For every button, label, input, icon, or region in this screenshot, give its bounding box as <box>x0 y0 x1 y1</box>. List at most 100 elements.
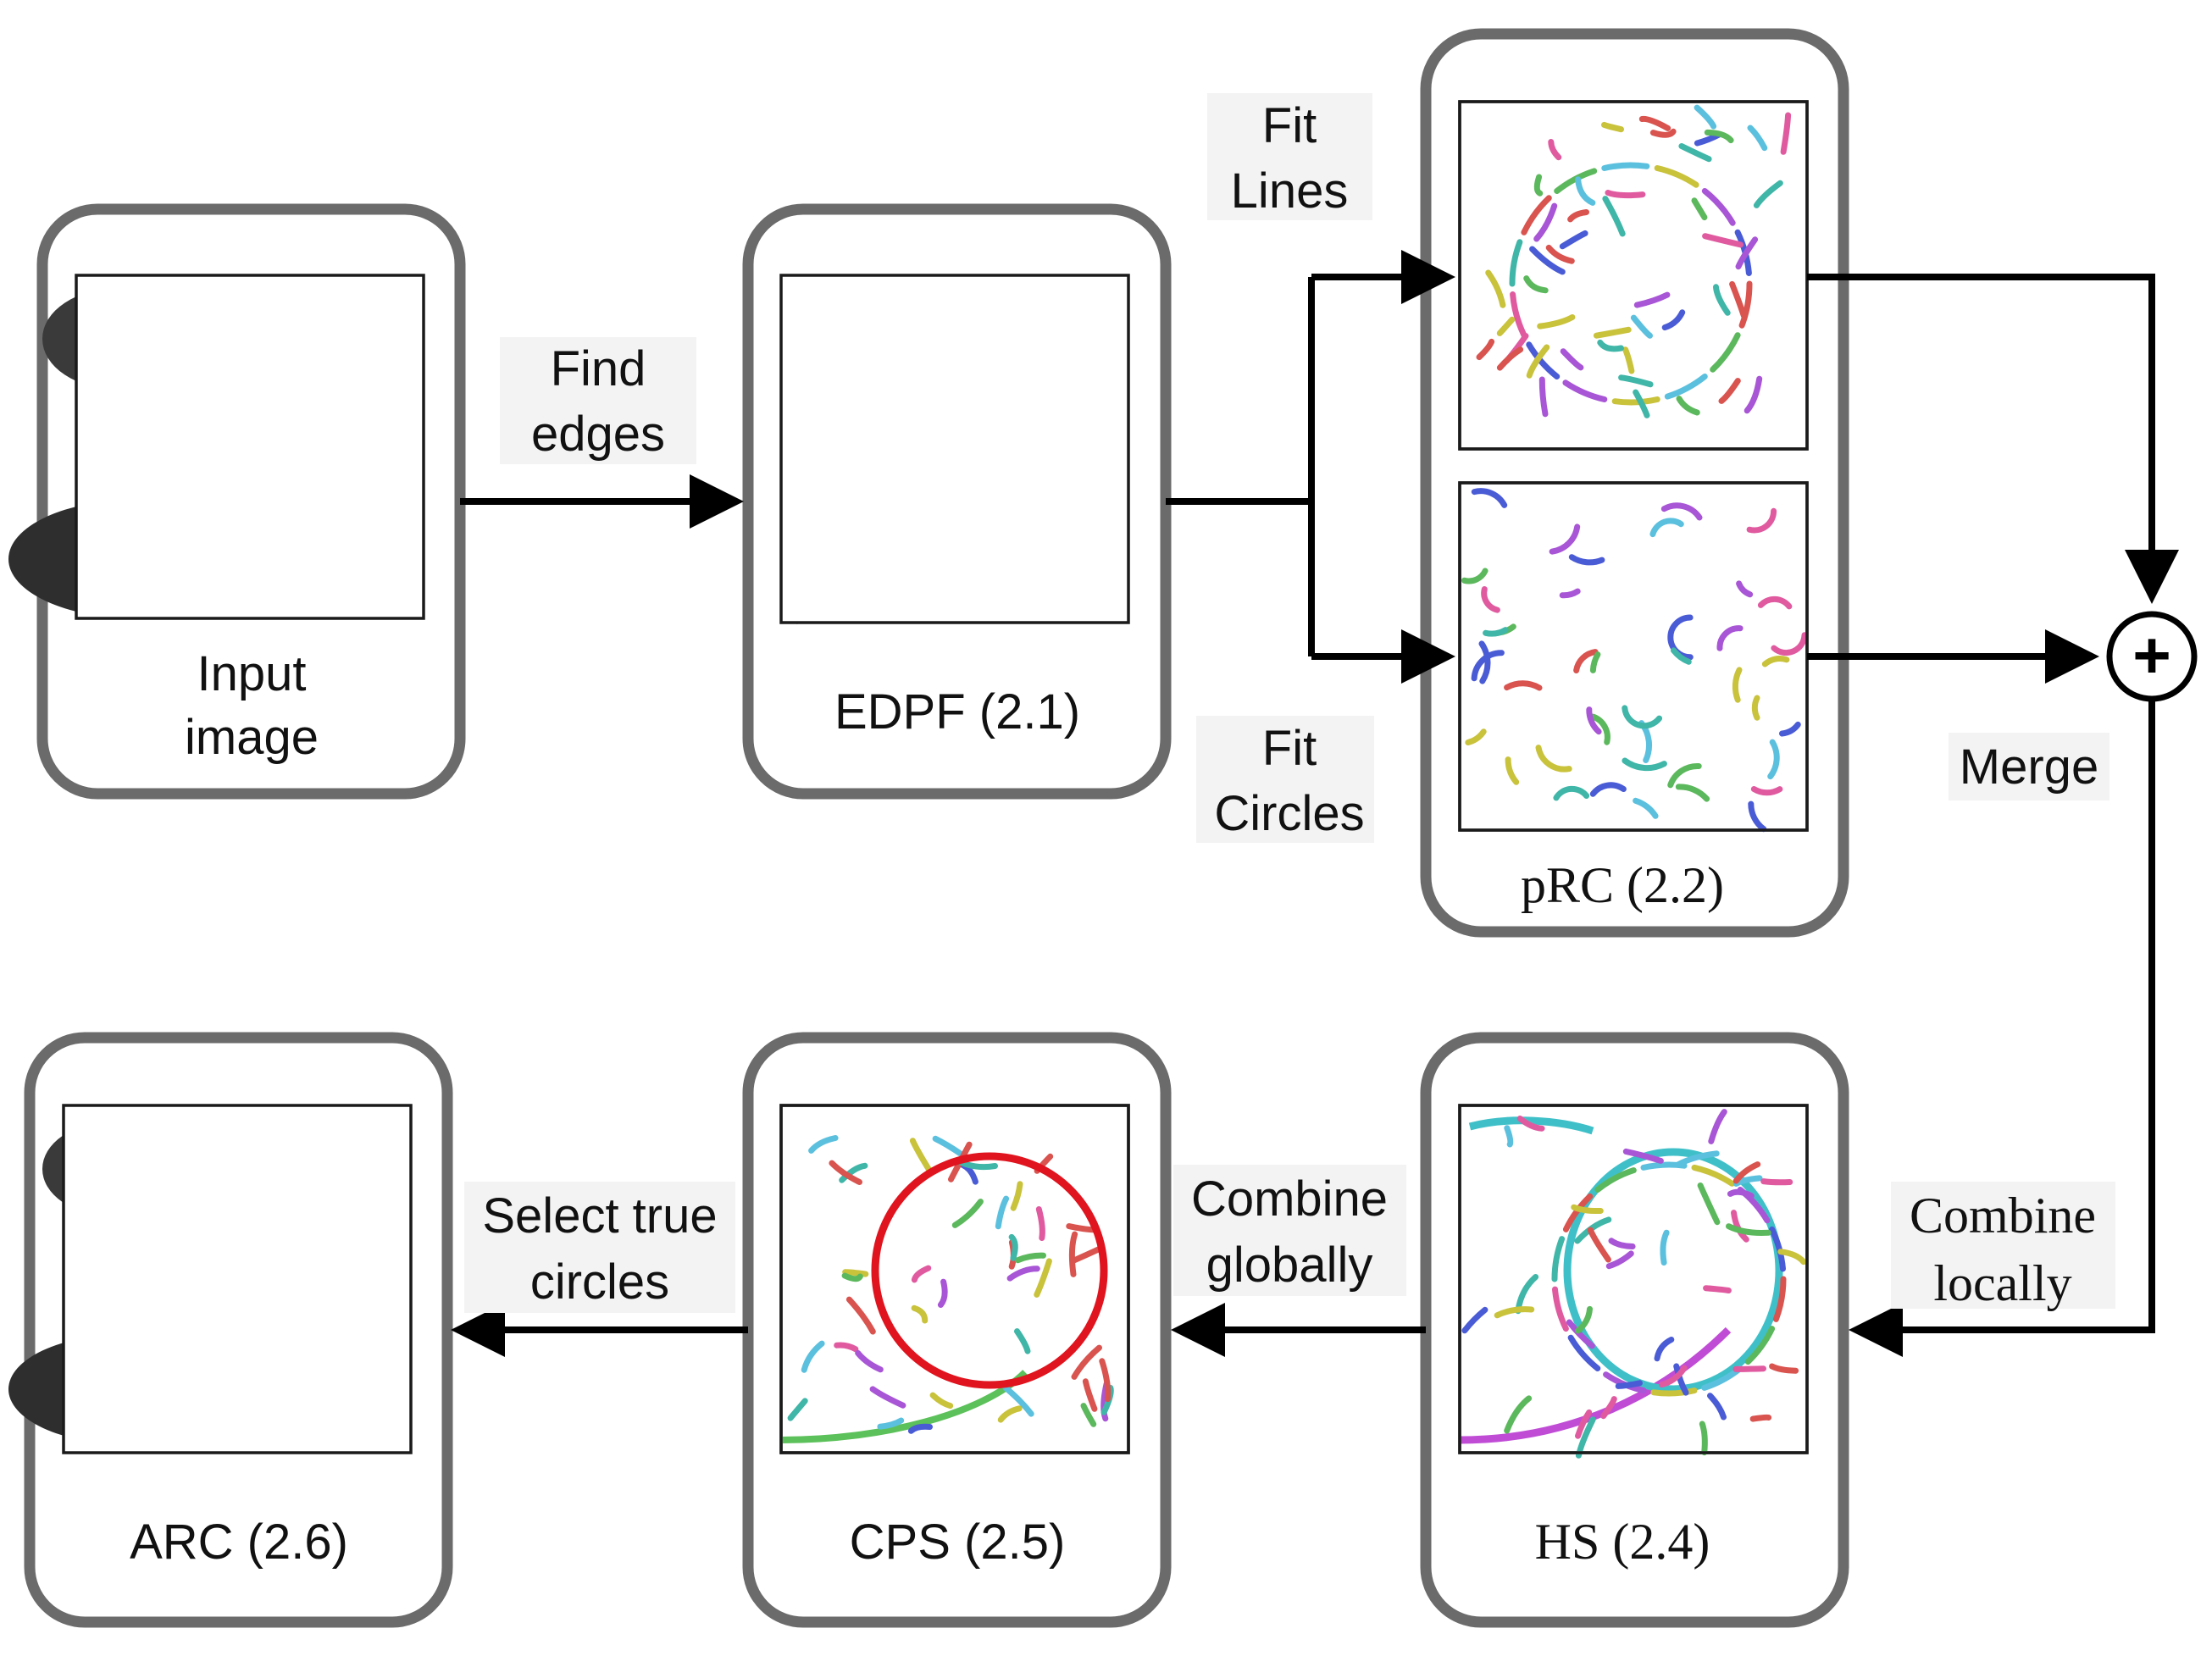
edge-label-line1: Select true <box>482 1188 717 1243</box>
edge-segment <box>839 1162 868 1183</box>
edge-segment <box>1461 568 1489 584</box>
edge-segment <box>1002 1384 1034 1417</box>
circle-arc-segment <box>1552 1286 1569 1332</box>
edge-segment <box>1757 595 1793 610</box>
edge-segment <box>1761 655 1790 667</box>
edge-segment <box>1587 1227 1611 1263</box>
edge-segment <box>1068 1231 1078 1277</box>
edge-segment <box>1732 1365 1766 1372</box>
edge-segment <box>1736 580 1754 598</box>
circle-arc-segment <box>1769 1226 1786 1272</box>
edge-segment <box>1476 338 1495 361</box>
edge-segment <box>1667 762 1702 789</box>
edge-segment <box>1516 1116 1545 1132</box>
edge-segment <box>1630 314 1653 339</box>
stage-label: CPS (2.5) <box>850 1515 1066 1570</box>
edge-segment <box>1622 705 1663 729</box>
edge-segment <box>1589 651 1601 673</box>
edge-select-true-circles: Select true circles <box>451 1182 748 1357</box>
edge-segment <box>1767 739 1780 780</box>
edge-segment <box>1535 745 1572 773</box>
circle-arc-segment <box>1738 280 1753 329</box>
edge-segment <box>1586 706 1602 735</box>
edge-segment <box>1718 378 1741 404</box>
edge-segment <box>1568 554 1605 566</box>
edge-segment <box>1560 348 1584 371</box>
circle-arc-segment <box>1562 379 1608 402</box>
edge-segment <box>1496 346 1524 371</box>
cps-panel <box>779 1104 1130 1454</box>
edge-label-line2: edges <box>531 407 665 462</box>
edge-segment <box>1574 1216 1612 1244</box>
edge-segment <box>1465 728 1487 745</box>
edge-segment <box>1673 1363 1689 1396</box>
edge-segment <box>1035 1206 1045 1241</box>
edge-segment <box>1605 190 1646 199</box>
edge-segment <box>1504 1395 1533 1434</box>
edge-label-line1: Combine <box>1910 1188 2096 1243</box>
circle-arc-segment <box>1551 1236 1566 1282</box>
edge-segment <box>1649 518 1684 538</box>
edge-segment <box>1727 1188 1755 1199</box>
arc-result-photo <box>8 1104 413 1454</box>
edge-label: Merge <box>1960 739 2098 795</box>
edge-segment <box>911 1265 932 1283</box>
edge-segment <box>1597 339 1624 352</box>
edge-segment <box>829 1160 862 1185</box>
edge-label-line1: Fit <box>1262 98 1317 153</box>
hs-segments <box>1461 1109 1807 1459</box>
edge-segment <box>1779 721 1801 737</box>
edge-segment <box>1699 1421 1708 1456</box>
edge-segment <box>1034 1258 1052 1298</box>
edge-segment <box>997 1405 1023 1423</box>
circle-arc-segment <box>1562 1193 1594 1232</box>
edge-segment <box>995 1195 1010 1230</box>
circle-arc-segment <box>1744 1326 1776 1365</box>
edge-segment <box>1675 784 1710 802</box>
edge-segment <box>1008 1233 1018 1261</box>
edge-segment <box>1496 316 1516 336</box>
edge-segment <box>1504 1125 1514 1148</box>
edge-segment <box>1732 667 1743 703</box>
stage-prc: pRC (2.2) <box>1420 28 1849 938</box>
edge-split <box>1166 250 1455 684</box>
edge-segment <box>842 1269 869 1277</box>
edge-segment <box>1523 275 1549 294</box>
edge-segment <box>1661 309 1686 331</box>
edge-segment <box>1660 502 1703 521</box>
edge-segment <box>1749 1414 1772 1422</box>
edge-segment <box>1505 756 1520 785</box>
circle-arc-segment <box>1691 1164 1735 1187</box>
stage-hs: HS (2.4) <box>1420 1032 1849 1628</box>
edge-segment <box>1545 244 1575 264</box>
edge-segment <box>1593 326 1632 339</box>
edge-segment <box>1747 125 1768 152</box>
edge-segment <box>877 1417 905 1430</box>
edge-segment <box>1671 647 1692 665</box>
edge-segment <box>1735 236 1759 270</box>
edge-segment <box>834 1342 859 1353</box>
edge-segment <box>1777 1249 1807 1266</box>
edge-segment <box>1526 344 1550 379</box>
edge-fit-circles: Fit Circles <box>1196 716 1374 843</box>
edge-segment <box>1748 800 1767 833</box>
edge-segment <box>929 1392 954 1410</box>
circle-arc-segment <box>1710 332 1741 373</box>
edge-segment <box>1553 785 1590 801</box>
edge-segment <box>1567 209 1589 223</box>
edge-segment <box>1676 396 1700 416</box>
edge-segment <box>1633 291 1671 308</box>
edge-segment <box>1538 376 1549 418</box>
edge-segment <box>1559 588 1581 599</box>
edge-segment <box>1753 180 1783 208</box>
circle-arc-segment <box>1554 168 1598 194</box>
edge-segment <box>1485 269 1506 308</box>
edge-segment <box>1010 1181 1023 1211</box>
edge-segment <box>1746 507 1777 534</box>
detected-circle <box>871 1152 1108 1389</box>
edge-segment <box>1622 346 1635 374</box>
edge-segment <box>869 1386 906 1409</box>
edge-segment <box>1769 1363 1799 1374</box>
edge-segment <box>1533 202 1558 242</box>
edge-segment <box>1014 1252 1046 1264</box>
